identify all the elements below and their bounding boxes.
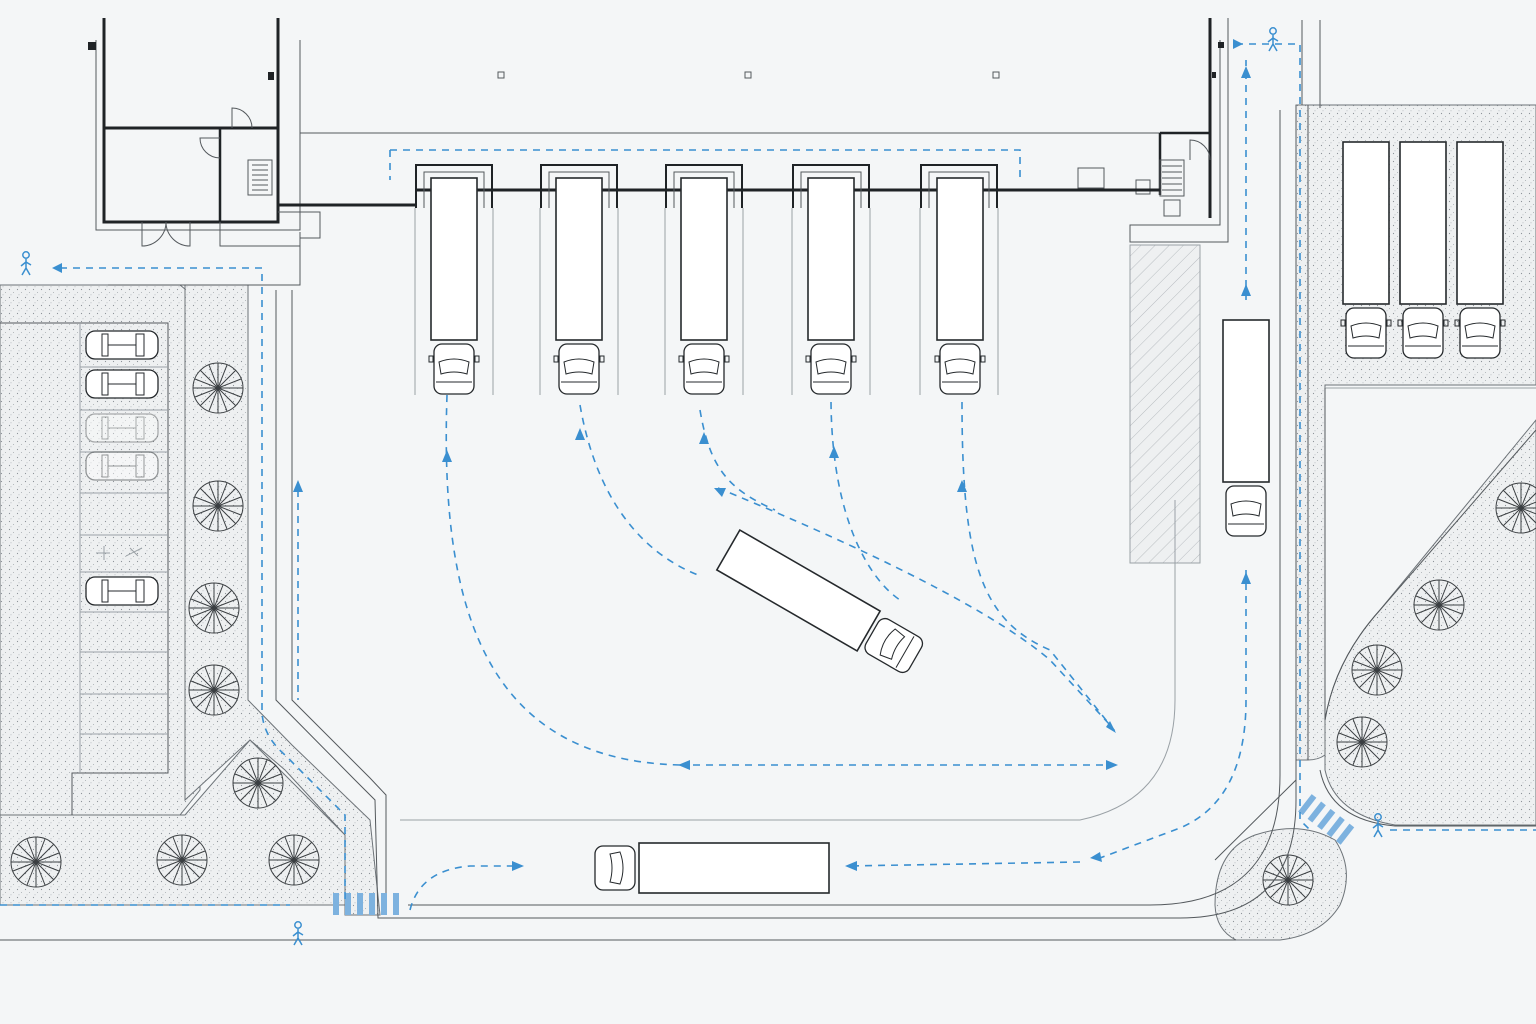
stair-icon	[252, 164, 268, 191]
left-planting-strip	[0, 284, 201, 816]
door-icon	[1189, 139, 1211, 161]
pedestrian-icon	[20, 251, 32, 276]
docked-truck	[428, 177, 480, 395]
crosswalk-icon	[1298, 794, 1355, 845]
car-parking-left	[0, 322, 169, 815]
dock-door	[539, 164, 619, 395]
parked-car	[85, 576, 159, 606]
corner-island-planting	[1214, 828, 1347, 941]
right-island-planting	[1324, 419, 1536, 826]
warehouse-building	[88, 18, 1229, 286]
tree-icon	[188, 582, 240, 634]
parked-car	[85, 413, 159, 443]
stair-icon	[1159, 159, 1185, 197]
door-icon	[141, 221, 191, 247]
hatched-zone	[1129, 244, 1201, 564]
truck-flow-paths	[293, 60, 1251, 911]
dock-door	[791, 164, 871, 395]
tree-icon	[188, 664, 240, 716]
door-icon	[199, 137, 221, 159]
parked-car	[85, 369, 159, 399]
docked-truck	[553, 177, 605, 395]
road-edges	[0, 20, 1536, 941]
maneuvering-truck	[715, 528, 924, 674]
entering-truck	[594, 842, 830, 894]
trailer-parking-right	[1325, 141, 1536, 389]
docked-truck	[934, 177, 986, 395]
parked-car	[85, 330, 159, 360]
tree-icon	[192, 362, 244, 414]
tree-icon	[10, 836, 62, 888]
tree-icon	[1413, 579, 1465, 631]
parking-stall-lines	[79, 323, 168, 773]
docked-truck	[678, 177, 730, 395]
parked-trailer	[1340, 141, 1392, 359]
docked-truck	[805, 177, 857, 395]
tree-icon	[192, 480, 244, 532]
tree-icon	[232, 757, 284, 809]
dock-door	[414, 164, 494, 395]
door-icon	[231, 107, 253, 129]
pedestrian-paths	[0, 39, 1536, 906]
parked-trailer	[1397, 141, 1449, 359]
tree-icon	[1351, 644, 1403, 696]
tree-icon	[1262, 854, 1314, 906]
tree-icon	[1336, 716, 1388, 768]
pedestrian-icon	[292, 921, 304, 946]
dock-door	[664, 164, 744, 395]
staging-truck	[1222, 319, 1270, 537]
pedestrian-icon	[1267, 27, 1279, 52]
crosswalk-icon	[333, 893, 399, 915]
dock-door	[919, 164, 999, 395]
loading-docks	[389, 149, 1030, 395]
tree-icon	[156, 834, 208, 886]
tree-icon	[268, 834, 320, 886]
parked-car	[85, 451, 159, 481]
parked-trailer	[1454, 141, 1506, 359]
